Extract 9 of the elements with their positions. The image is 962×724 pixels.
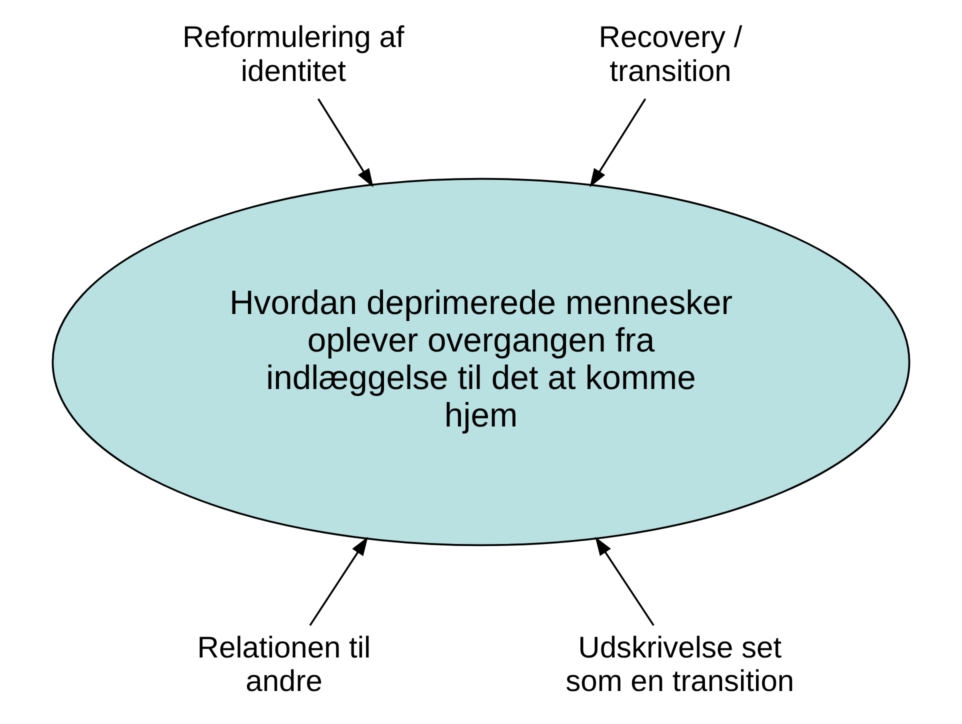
arrow xyxy=(318,98,374,188)
node-text: Relationen til andre xyxy=(197,631,371,698)
node-text: Recovery / transition xyxy=(598,21,742,88)
node-text: Udskrivelse set som en transition xyxy=(566,631,794,698)
arrow xyxy=(590,98,646,188)
node-text: Reformulering af identitet xyxy=(182,21,404,88)
arrow xyxy=(595,536,654,626)
node-ellipse: Hvordan deprimerede mennesker oplever overgangen fra indlæggelse til det at komme hjem xyxy=(52,178,910,546)
arrow xyxy=(309,536,368,626)
